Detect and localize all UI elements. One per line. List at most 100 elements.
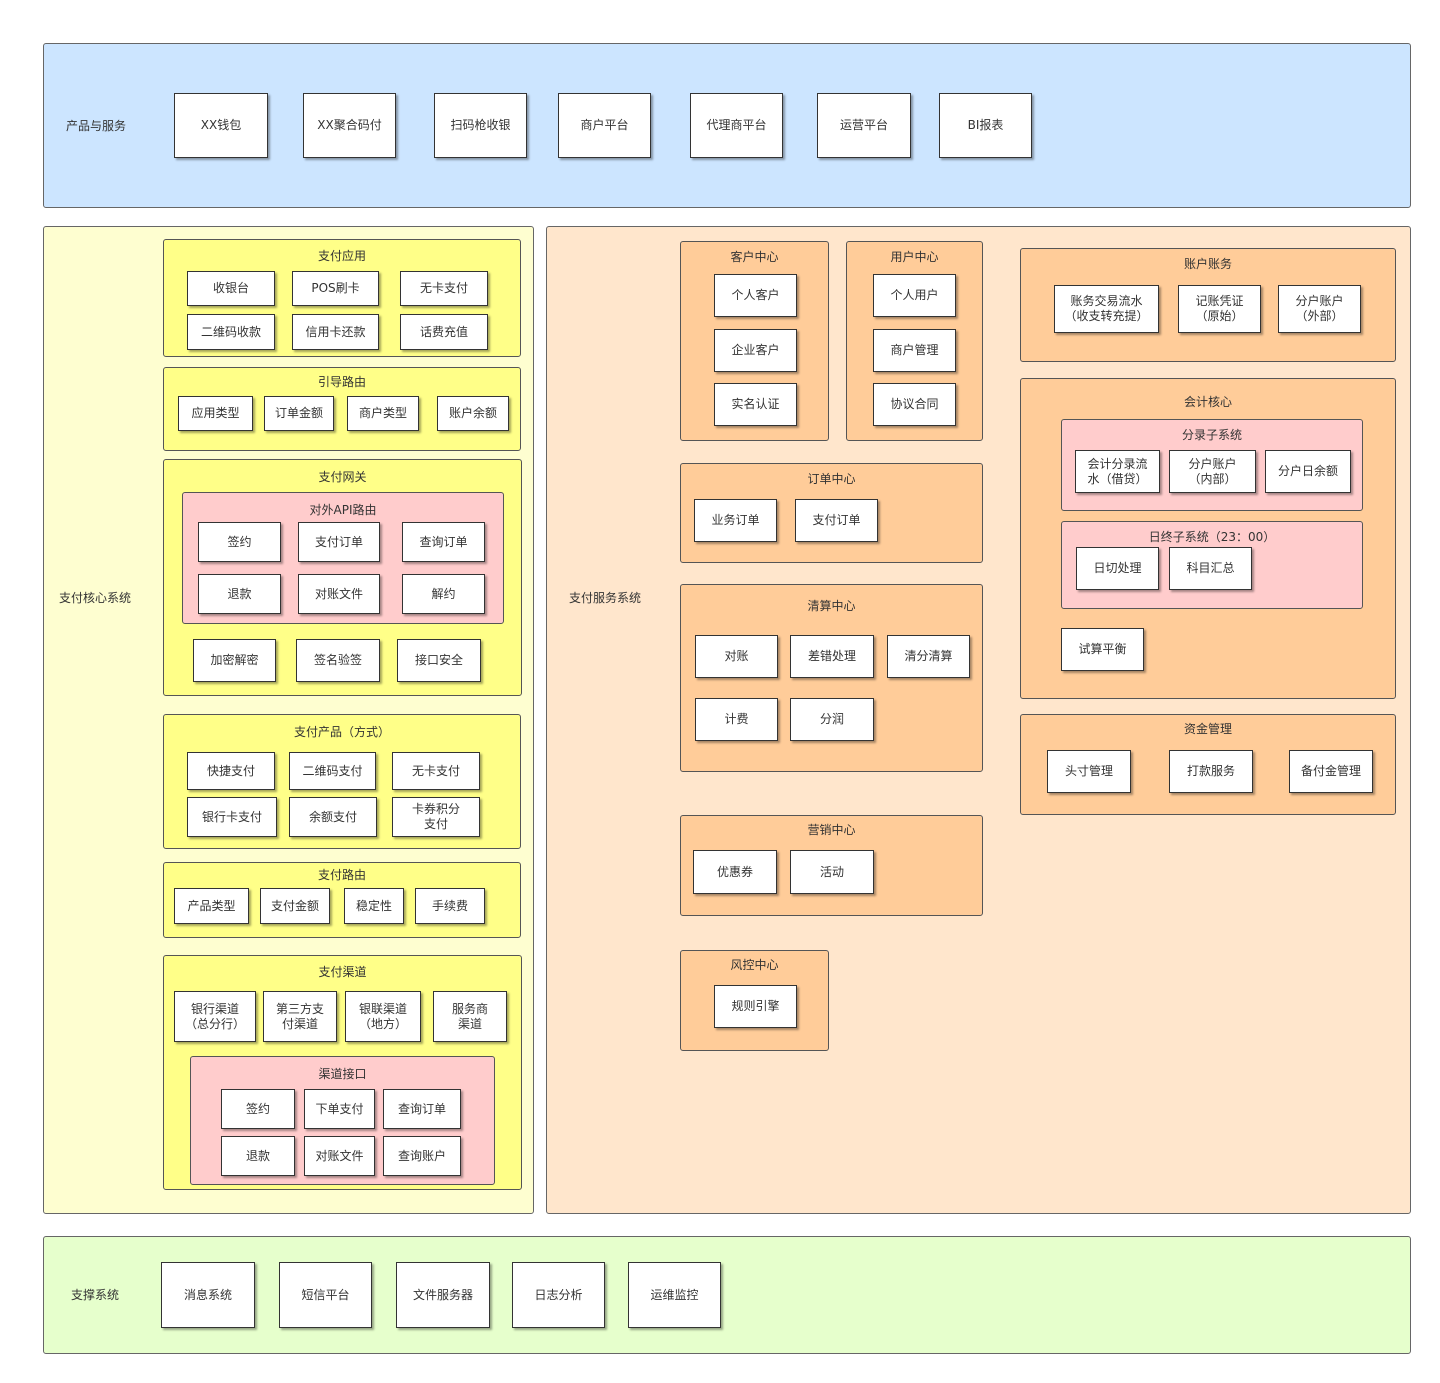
core-region-label: 支付核心系统 — [59, 591, 132, 605]
service-region-label: 支付服务系统 — [569, 591, 642, 605]
entry-subsystem-box: 分户账户 （内部） — [1169, 450, 1256, 493]
pay-app-box: POS刷卡 — [292, 271, 379, 306]
user-center-box: 协议合同 — [873, 383, 956, 426]
clearing-center-box: 计费 — [695, 698, 778, 741]
api-route-box: 退款 — [198, 574, 281, 614]
user-center-box: 个人用户 — [873, 274, 956, 317]
pay-app-box: 无卡支付 — [400, 271, 488, 306]
pay-app-box: 二维码收款 — [187, 314, 275, 350]
entry-subsystem-title: 分录子系统 — [1181, 428, 1242, 442]
gateway-title: 支付网关 — [318, 470, 367, 484]
pay-product-title: 支付产品（方式） — [293, 725, 390, 739]
risk-center-box: 规则引擎 — [714, 985, 797, 1028]
pay-product-box: 二维码支付 — [289, 752, 376, 790]
order-center-box: 支付订单 — [795, 499, 878, 542]
customer-center-box: 个人客户 — [714, 274, 797, 317]
guide-route-title: 引导路由 — [317, 375, 366, 389]
eod-subsystem-box: 日切处理 — [1076, 547, 1159, 590]
customer-center-box: 实名认证 — [714, 383, 797, 426]
pay-app-box: 话费充值 — [400, 314, 488, 350]
channel-interface-title: 渠道接口 — [318, 1067, 367, 1081]
api-route-box: 支付订单 — [298, 522, 380, 562]
pay-product-box: 快捷支付 — [187, 752, 275, 790]
order-center-title: 订单中心 — [807, 472, 856, 486]
pay-route-box: 稳定性 — [344, 888, 404, 924]
product-box: 商户平台 — [558, 93, 651, 158]
account-box: 分户账户 （外部） — [1278, 285, 1361, 333]
products-region-label: 产品与服务 — [66, 119, 127, 133]
clearing-center-box: 分润 — [790, 698, 874, 741]
gateway-box: 接口安全 — [397, 639, 481, 682]
accounting-core-title: 会计核心 — [1183, 395, 1232, 409]
account-box: 记账凭证 （原始） — [1178, 285, 1261, 333]
pay-product-box: 余额支付 — [289, 797, 377, 837]
pay-product-box: 银行卡支付 — [187, 797, 277, 837]
trial-balance-box: 试算平衡 — [1061, 628, 1144, 671]
channel-box: 服务商 渠道 — [433, 991, 507, 1042]
marketing-center-title: 营销中心 — [807, 823, 856, 837]
user-center-title: 用户中心 — [890, 250, 939, 264]
pay-app-box: 信用卡还款 — [292, 314, 379, 350]
product-box: 运营平台 — [817, 93, 911, 158]
account-box: 账务交易流水 （收支转充提） — [1054, 285, 1159, 333]
entry-subsystem-box: 分户日余额 — [1265, 450, 1351, 493]
channel-interface-box: 查询订单 — [383, 1089, 461, 1129]
api-route-title: 对外API路由 — [309, 503, 377, 517]
api-route-box: 查询订单 — [402, 522, 485, 562]
guide-route-box: 商户类型 — [347, 396, 419, 431]
support-region — [43, 1236, 1411, 1354]
product-box: 代理商平台 — [690, 93, 783, 158]
funds-management-box: 打款服务 — [1169, 750, 1253, 793]
product-box: XX聚合码付 — [303, 93, 396, 158]
channel-interface-box: 下单支付 — [304, 1089, 375, 1129]
funds-management-box: 备付金管理 — [1289, 750, 1373, 793]
channel-interface-box: 签约 — [221, 1089, 295, 1129]
funds-management-box: 头寸管理 — [1047, 750, 1131, 793]
pay-app-box: 收银台 — [187, 271, 275, 306]
api-route-box: 解约 — [402, 574, 485, 614]
marketing-center-box: 优惠券 — [693, 850, 777, 894]
guide-route-box: 应用类型 — [178, 396, 253, 431]
customer-center-title: 客户中心 — [730, 250, 779, 264]
support-region-label: 支撑系统 — [71, 1288, 120, 1302]
account-title: 账户账务 — [1183, 257, 1232, 271]
gateway-box: 加密解密 — [193, 639, 276, 682]
eod-subsystem-title: 日终子系统（23：00） — [1148, 530, 1276, 544]
product-box: XX钱包 — [174, 93, 268, 158]
pay-route-box: 支付金额 — [260, 888, 330, 924]
support-box: 运维监控 — [628, 1262, 721, 1328]
pay-product-box: 无卡支付 — [392, 752, 480, 790]
channel-interface-box: 对账文件 — [304, 1136, 375, 1176]
pay-route-box: 手续费 — [415, 888, 485, 924]
channel-box: 第三方支 付渠道 — [263, 991, 337, 1042]
clearing-center-box: 清分清算 — [887, 635, 970, 678]
user-center-box: 商户管理 — [873, 329, 956, 372]
clearing-center-title: 清算中心 — [807, 599, 856, 613]
support-box: 短信平台 — [279, 1262, 372, 1328]
gateway-box: 签名验签 — [296, 639, 380, 682]
channel-interface-box: 退款 — [221, 1136, 295, 1176]
support-box: 日志分析 — [512, 1262, 605, 1328]
guide-route-box: 订单金额 — [264, 396, 334, 431]
guide-route-box: 账户余额 — [437, 396, 509, 431]
eod-subsystem-box: 科目汇总 — [1169, 547, 1252, 590]
support-box: 文件服务器 — [396, 1262, 490, 1328]
pay-route-box: 产品类型 — [174, 888, 249, 924]
channel-box: 银联渠道 （地方） — [345, 991, 421, 1042]
entry-subsystem-box: 会计分录流 水（借贷） — [1075, 450, 1160, 493]
support-box: 消息系统 — [161, 1262, 255, 1328]
customer-center-box: 企业客户 — [714, 329, 797, 372]
channel-title: 支付渠道 — [318, 965, 367, 979]
order-center-box: 业务订单 — [694, 499, 777, 542]
pay-product-box: 卡券积分 支付 — [392, 797, 480, 837]
product-box: 扫码枪收银 — [434, 93, 527, 158]
clearing-center-box: 差错处理 — [790, 635, 874, 678]
product-box: BI报表 — [939, 93, 1032, 158]
risk-center-title: 风控中心 — [730, 958, 779, 972]
channel-box: 银行渠道 （总分行） — [174, 991, 256, 1042]
marketing-center-box: 活动 — [790, 850, 874, 894]
pay-route-title: 支付路由 — [317, 868, 366, 882]
api-route-box: 对账文件 — [298, 574, 380, 614]
funds-management-title: 资金管理 — [1183, 722, 1232, 736]
channel-interface-box: 查询账户 — [383, 1136, 461, 1176]
